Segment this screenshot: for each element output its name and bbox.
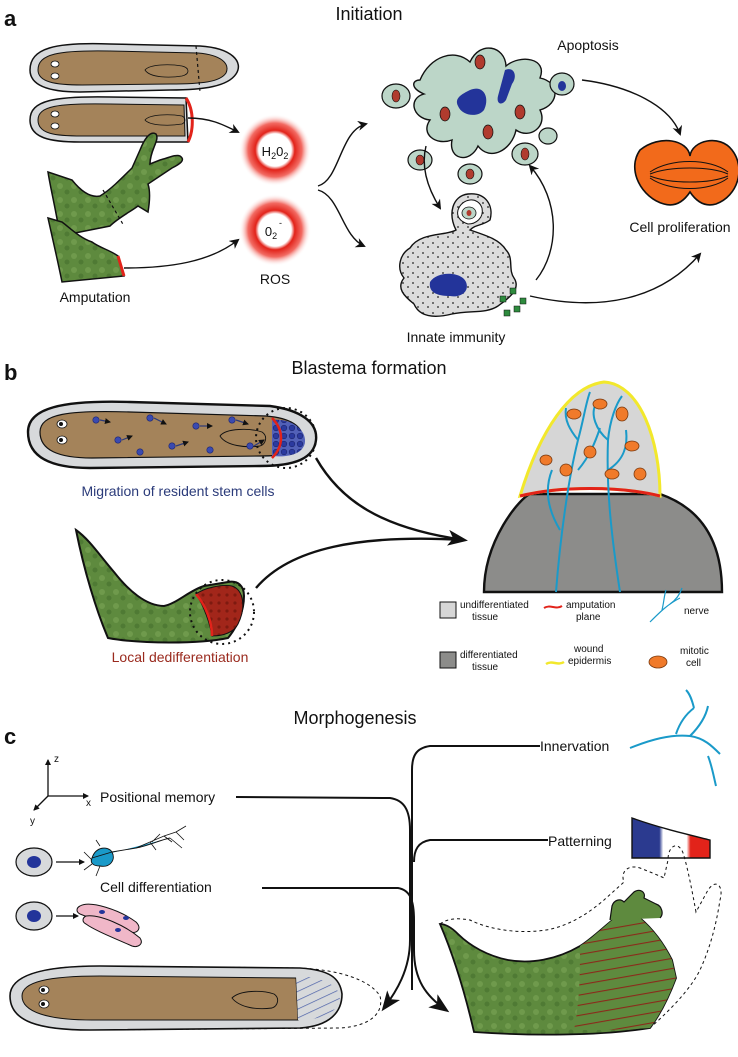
h2o2-sub1: 2 (271, 151, 276, 161)
legend-mitotic-line1: mitotic (680, 646, 709, 657)
h2o2-h: H (262, 144, 271, 159)
arrow-ros-to-immunity (317, 189, 366, 248)
legend-wound-swatch (545, 660, 565, 666)
svg-text:02: 02 (265, 224, 277, 241)
planarian-amputated (29, 96, 194, 143)
legend-amp-line1: amputation (566, 600, 615, 611)
apoptotic-cell-icon (381, 47, 575, 185)
ros-label: ROS (260, 271, 290, 287)
panel-a-letter: a (4, 6, 17, 31)
legend-mitotic-line2: cell (686, 658, 701, 669)
legend-diff-line2: tissue (472, 662, 499, 673)
limb-dedifferentiation (74, 527, 255, 645)
legend-nerve: nerve (684, 606, 709, 617)
stem-cell-1 (15, 847, 53, 877)
axis-x-label: x (86, 798, 91, 809)
legend-diff-line1: differentiated (460, 650, 518, 661)
patterning-label: Patterning (548, 833, 612, 849)
legend-undiff-swatch (439, 601, 457, 619)
arrow-limb-to-o2 (123, 238, 240, 269)
apoptosis-label: Apoptosis (557, 37, 618, 53)
panel-c: c Morphogenesis z x y Positional memory (4, 689, 722, 1036)
legend-undiff-line1: undifferentiated (460, 600, 529, 611)
axis-icon (33, 759, 89, 811)
flag-gradient-icon (631, 817, 711, 859)
innervation-label: Innervation (540, 738, 609, 754)
nerve-icon (649, 587, 683, 623)
innervation-nerve-icon (629, 689, 721, 787)
panel-a-title: Initiation (335, 4, 402, 24)
muscle-fiber-icon (76, 903, 142, 947)
legend: undifferentiated tissue amputation plane… (439, 587, 709, 673)
legend-diff-swatch (439, 651, 457, 669)
arrow-ros-to-apoptosis (317, 120, 368, 187)
blastema (482, 380, 724, 594)
o2-sup: - (279, 218, 282, 228)
cell-proliferation-label: Cell proliferation (629, 219, 730, 235)
dedifferentiation-label: Local dedifferentiation (112, 649, 249, 665)
cell-differentiation-label: Cell differentiation (100, 879, 212, 895)
h2o2-sub2: 2 (283, 151, 288, 161)
arrow-apoptosis-to-proliferation (581, 79, 683, 136)
svg-text:H202: H202 (262, 144, 289, 161)
panel-b-letter: b (4, 360, 17, 385)
mitotic-cell-icon (634, 139, 738, 206)
h2o2-o: 0 (276, 144, 283, 159)
panel-b: b Blastema formation (4, 358, 724, 673)
stem-cell-2 (15, 901, 53, 931)
panel-c-title: Morphogenesis (293, 708, 416, 728)
planarian-migration (26, 400, 318, 470)
arrow-migration-to-blastema (314, 457, 468, 546)
o2-sub: 2 (272, 231, 277, 241)
ros-h2o2-icon: H202 (239, 114, 311, 186)
panel-a: a Initiation Amput (4, 4, 738, 345)
arrow-apoptosis-to-immunity (423, 145, 442, 210)
migration-label: Migration of resident stem cells (82, 483, 275, 499)
limb-regenerated (438, 845, 722, 1036)
limb-amputated (46, 216, 126, 283)
positional-memory-label: Positional memory (100, 789, 215, 805)
axis-y-label: y (30, 816, 35, 827)
planarian-intact (29, 42, 240, 93)
legend-wound-line1: wound (573, 644, 603, 655)
axis-z-label: z (54, 754, 59, 765)
neuron-icon (83, 825, 187, 877)
arrow-planarian-to-h2o2 (187, 117, 240, 133)
arrow-dediff-to-blastema (255, 537, 465, 589)
arrow-immunity-to-proliferation (529, 252, 702, 304)
innate-immunity-label: Innate immunity (407, 329, 506, 345)
panel-c-letter: c (4, 724, 16, 749)
arrow-immunity-to-apoptosis (528, 164, 554, 281)
legend-wound-line2: epidermis (568, 656, 611, 667)
o2-o: 0 (265, 224, 272, 239)
amputation-label: Amputation (60, 289, 131, 305)
macrophage-icon (399, 193, 517, 317)
planarian-regenerated (9, 965, 382, 1031)
morphogenesis-tree (235, 745, 548, 1013)
legend-amp-line2: plane (576, 612, 601, 623)
legend-amputation-swatch (543, 605, 563, 609)
legend-mitotic-swatch (648, 655, 668, 669)
limb-intact (47, 132, 184, 237)
ros-o2-icon: 02 - (239, 194, 311, 266)
panel-b-title: Blastema formation (291, 358, 446, 378)
legend-undiff-line2: tissue (472, 612, 499, 623)
cytokine-squares (499, 287, 527, 317)
